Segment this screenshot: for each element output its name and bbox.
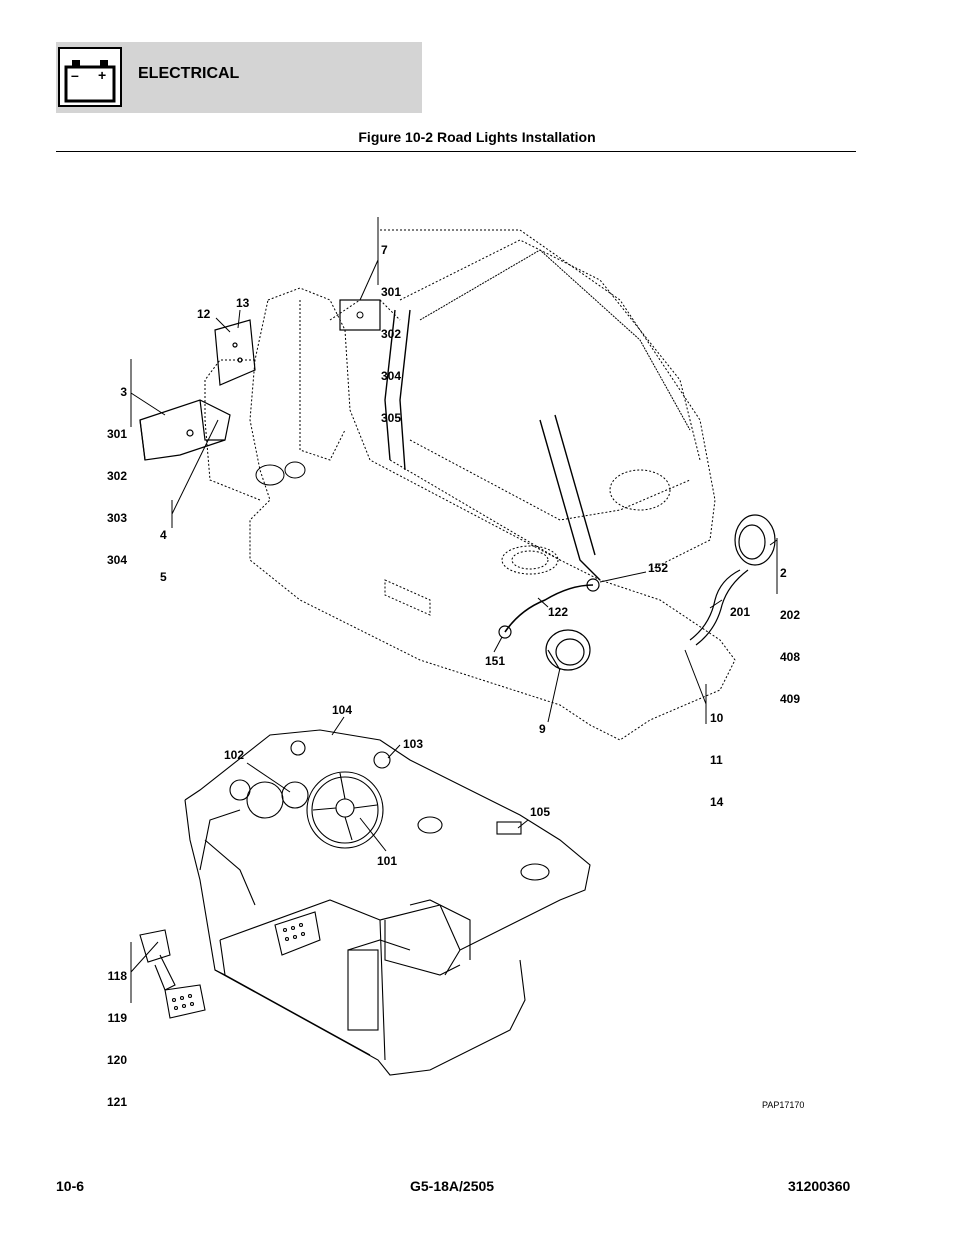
callout-leaders (130, 217, 778, 1003)
callout-label: 302 (106, 469, 127, 483)
callout-13: 13 (236, 296, 250, 310)
callout-label: 120 (106, 1053, 127, 1067)
callout-label: 14 (710, 795, 724, 809)
callout-201: 201 (730, 605, 751, 619)
callout-label: 121 (106, 1095, 127, 1109)
callout-label: 10 (710, 711, 724, 725)
callout-group-118: 118 119 120 121 (103, 941, 127, 1123)
footer-doc-number: 31200360 (788, 1178, 851, 1194)
callout-label: 301 (381, 285, 402, 299)
callout-label: 301 (106, 427, 127, 441)
callout-122: 122 (548, 605, 569, 619)
callout-152: 152 (648, 561, 669, 575)
callout-103: 103 (403, 737, 424, 751)
callout-label: 3 (120, 385, 127, 399)
callout-label: 304 (381, 369, 402, 383)
callout-label: 11 (710, 753, 723, 767)
callout-104: 104 (332, 703, 353, 717)
cab-dashboard-assembly (184, 729, 591, 1076)
callout-9: 9 (539, 722, 546, 736)
callout-label: 305 (381, 411, 402, 425)
header-rule (56, 151, 856, 152)
footer-page-number: 10-6 (56, 1178, 85, 1194)
callout-label: 409 (780, 692, 801, 706)
figure-title: Figure 10-2 Road Lights Installation (358, 129, 596, 145)
callout-12: 12 (197, 307, 211, 321)
callout-group-7: 7 301 302 304 305 (381, 215, 401, 439)
callout-102: 102 (224, 748, 245, 762)
callout-label: 304 (106, 553, 127, 567)
callout-label: 118 (107, 969, 127, 983)
section-title: ELECTRICAL (138, 65, 240, 82)
callout-label: 302 (381, 327, 402, 341)
callout-group-3: 3 301 302 303 304 (103, 357, 127, 581)
pedal-assembly (139, 929, 206, 1019)
footer-model: G5-18A/2505 (410, 1178, 495, 1194)
callout-group-4: 4 5 (160, 500, 167, 598)
callout-label: 7 (381, 243, 388, 257)
machine-frame (204, 229, 736, 741)
callout-151: 151 (485, 654, 506, 668)
callout-group-2: 2 202 408 409 (780, 538, 800, 720)
callout-label: 202 (780, 608, 801, 622)
battery-minus-glyph: – (71, 67, 79, 83)
callout-group-10: 10 11 14 (710, 683, 723, 823)
right-road-light (498, 514, 776, 671)
callout-101: 101 (377, 854, 398, 868)
callout-label: 303 (106, 511, 127, 525)
callout-label: 119 (107, 1011, 127, 1025)
callout-label: 2 (780, 566, 787, 580)
callout-label: 4 (160, 528, 167, 542)
callout-label: 408 (780, 650, 801, 664)
callout-label: 5 (160, 570, 167, 584)
left-road-light (139, 319, 256, 461)
battery-plus-glyph: + (98, 67, 106, 83)
battery-icon: – + (58, 47, 122, 107)
callout-105: 105 (530, 805, 551, 819)
drawing-id: PAP17170 (762, 1100, 805, 1110)
